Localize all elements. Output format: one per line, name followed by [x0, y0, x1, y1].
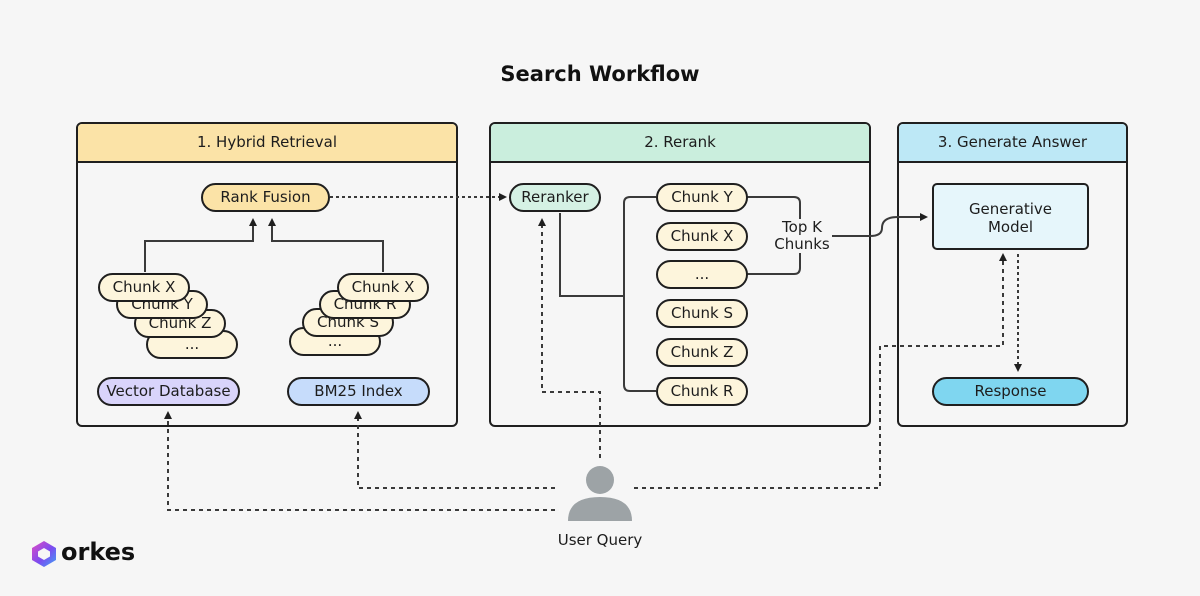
orkes-logo-icon [32, 541, 56, 567]
chunk-list-bracket [623, 196, 656, 392]
top-k-chunks-label: Top K Chunks [774, 218, 830, 253]
bm25-to-fusion-connector [268, 218, 384, 272]
vector-database-node: Vector Database [97, 377, 240, 406]
panel-hybrid-retrieval-header: 1. Hybrid Retrieval [78, 124, 456, 163]
top-k-to-model-connector [832, 213, 928, 237]
reranker-node: Reranker [509, 183, 601, 212]
diagram-title: Search Workflow [500, 62, 700, 86]
reranker-to-chunks-connector [559, 213, 625, 297]
rerank-chunk-5: Chunk Z [656, 338, 748, 367]
response-node: Response [932, 377, 1089, 406]
panel-rerank-header: 2. Rerank [491, 124, 869, 163]
query-to-model-connector [634, 253, 1007, 489]
rerank-chunk-3: ... [656, 260, 748, 289]
generative-model-node: Generative Model [932, 183, 1089, 250]
bm25-stack-chunk-1: Chunk X [337, 273, 429, 302]
vector-to-fusion-connector [144, 218, 257, 272]
query-to-bm25-connector [354, 411, 555, 489]
vector-stack-chunk-1: Chunk X [98, 273, 190, 302]
panel-generate-answer-header: 3. Generate Answer [899, 124, 1126, 163]
bm25-index-node: BM25 Index [287, 377, 430, 406]
query-to-reranker-connector [538, 218, 601, 458]
query-to-vector-connector [164, 411, 555, 511]
user-query-label: User Query [557, 531, 643, 549]
rerank-chunk-1: Chunk Y [656, 183, 748, 212]
rank-fusion-node: Rank Fusion [201, 183, 330, 212]
panel-generate-answer: 3. Generate Answer [897, 122, 1128, 427]
rerank-chunk-4: Chunk S [656, 299, 748, 328]
rerank-chunk-6: Chunk R [656, 377, 748, 406]
user-icon [568, 466, 632, 521]
rerank-chunk-2: Chunk X [656, 222, 748, 251]
orkes-logo-text: orkes [61, 538, 136, 566]
